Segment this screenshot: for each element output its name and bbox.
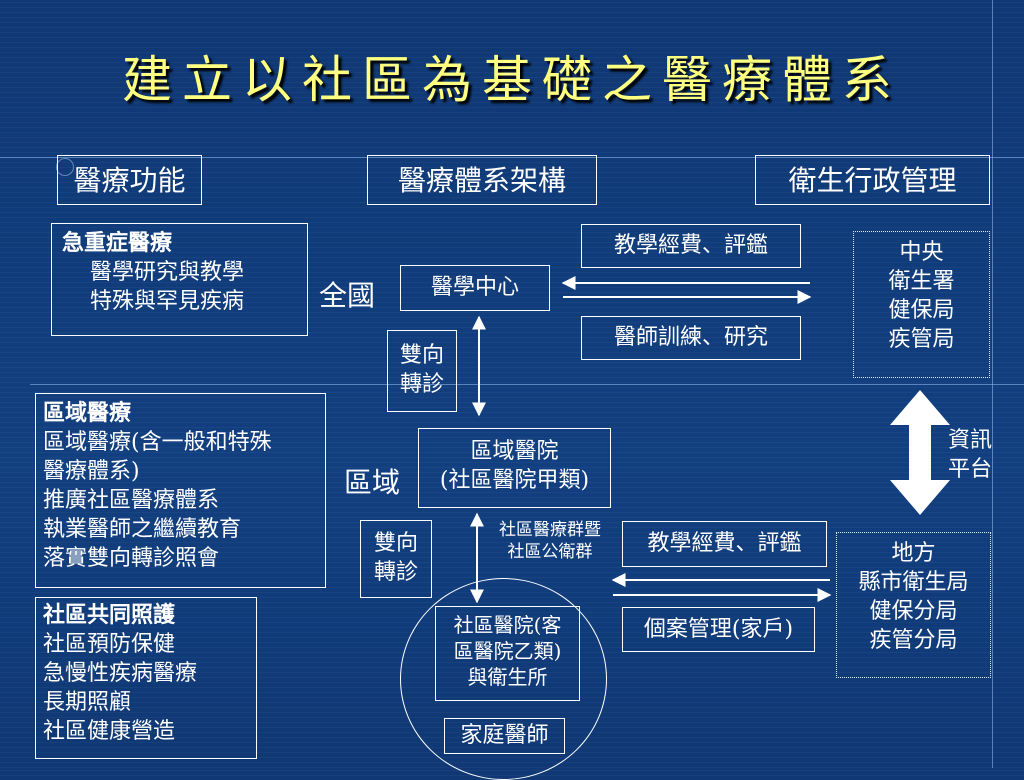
deco-circle-icon [56, 158, 74, 176]
regional-function-line: 落實雙向轉診照會 [43, 546, 220, 571]
community-groups-label: 社區醫療群暨 社區公衛群 [480, 519, 620, 563]
national-function-heading: 急重症醫療 [62, 230, 173, 256]
lower-referral-line: 雙向 [373, 531, 418, 556]
central-admin-line: 衛生署 [888, 269, 955, 294]
top-teaching-box: 教學經費、評鑑 [581, 224, 801, 268]
local-admin-line: 疾管分局 [869, 628, 958, 653]
central-admin-line: 中央 [899, 240, 944, 265]
bottom-teaching-label: 教學經費、評鑑 [647, 531, 802, 556]
community-groups-line: 社區醫療群暨 [499, 520, 601, 540]
header-structure: 醫療體系架構 [367, 155, 597, 205]
community-function-line: 社區預防保健 [43, 632, 176, 657]
regional-function-box: 區域醫療 區域醫療(含一般和特殊 醫療體系) 推廣社區醫療體系 執業醫師之繼續教… [35, 393, 326, 588]
regional-function-line: 醫療體系) [43, 459, 140, 484]
deco-horizontal-line [0, 157, 1024, 158]
header-structure-label: 醫療體系架構 [397, 164, 566, 197]
central-admin-line: 健保局 [888, 298, 955, 323]
page-title: 建立以社區為基礎之醫療體系 [122, 51, 902, 109]
medical-center-node: 醫學中心 [400, 265, 550, 311]
lower-referral-line: 轉診 [373, 560, 418, 585]
upper-referral-line: 轉診 [399, 372, 444, 397]
upper-referral-box: 雙向 轉診 [387, 330, 457, 412]
local-admin-line: 縣市衛生局 [858, 570, 969, 595]
regional-function-line: 執業醫師之繼續教育 [43, 517, 242, 542]
national-function-line: 醫學研究與教學 [90, 260, 245, 285]
info-platform-label: 資訊 平台 [948, 426, 1008, 484]
header-functions: 醫療功能 [57, 155, 202, 205]
level-national-label: 全國 [319, 279, 376, 312]
regional-function-line: 推廣社區醫療體系 [43, 488, 220, 513]
top-training-label: 醫師訓練、研究 [613, 325, 768, 350]
local-admin-line: 地方 [891, 541, 936, 566]
regional-hospital-line: 區域醫院 [470, 439, 559, 464]
deco-horizontal-line-lower [30, 384, 1024, 385]
lower-referral-box: 雙向 轉診 [360, 520, 432, 598]
regional-hospital-line: (社區醫院甲類) [439, 468, 590, 493]
info-platform-line: 平台 [948, 457, 993, 482]
central-admin-line: 疾管局 [888, 327, 955, 352]
regional-function-line: 區域醫療(含一般和特殊 [43, 430, 272, 455]
info-platform-line: 資訊 [948, 428, 993, 453]
regional-hospital-node: 區域醫院 (社區醫院甲類) [418, 428, 611, 508]
community-function-heading: 社區共同照護 [43, 602, 176, 628]
top-training-box: 醫師訓練、研究 [581, 316, 801, 360]
community-function-line: 急慢性疾病醫療 [43, 661, 198, 686]
bottom-case-label: 個案管理(家戶) [643, 617, 794, 642]
local-admin-line: 健保分局 [869, 599, 958, 624]
medical-center-label: 醫學中心 [430, 275, 519, 300]
community-groups-line: 社區公衛群 [507, 542, 593, 562]
community-function-line: 社區健康營造 [43, 719, 176, 744]
bottom-teaching-box: 教學經費、評鑑 [622, 521, 827, 567]
top-teaching-label: 教學經費、評鑑 [613, 233, 768, 258]
community-function-box: 社區共同照護 社區預防保健 急慢性疾病醫療 長期照顧 社區健康營造 [35, 597, 257, 759]
bottom-case-box: 個案管理(家戶) [622, 607, 815, 652]
regional-function-heading: 區域醫療 [43, 400, 132, 426]
national-function-line: 特殊與罕見疾病 [90, 289, 245, 314]
level-regional-label: 區域 [344, 466, 401, 499]
national-function-box: 急重症醫療 醫學研究與教學 特殊與罕見疾病 [51, 223, 308, 336]
central-admin-box: 中央 衛生署 健保局 疾管局 [853, 231, 990, 378]
upper-referral-line: 雙向 [399, 343, 444, 368]
local-admin-box: 地方 縣市衛生局 健保分局 疾管分局 [836, 532, 991, 678]
deco-vertical-line [992, 0, 993, 768]
header-admin: 衛生行政管理 [755, 155, 990, 205]
info-platform-arrow-icon [890, 390, 950, 515]
header-admin-label: 衛生行政管理 [788, 164, 957, 197]
community-function-line: 長期照顧 [43, 690, 132, 715]
header-functions-label: 醫療功能 [73, 164, 186, 197]
